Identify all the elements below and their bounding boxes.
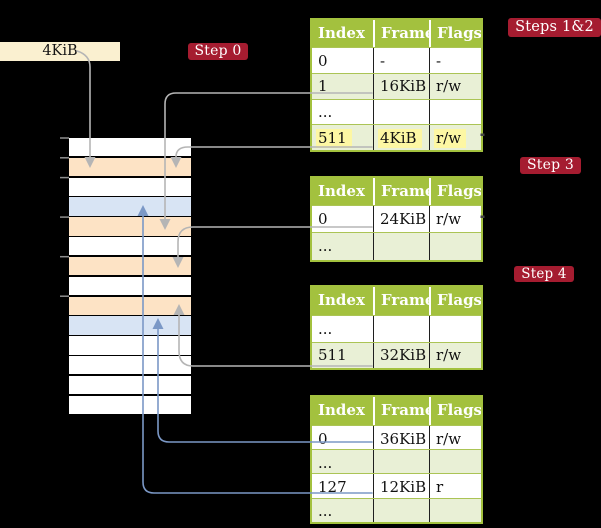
badge-step-4: Step 4 [514,266,574,282]
table-cell: - [429,48,481,73]
table-cell [373,450,429,474]
highlighted-value: 511 [316,128,352,148]
page-table-step-4-lower-row-1: ... [312,449,481,474]
header-cell-flags: Flags [429,178,481,205]
memory-frame-cell-0 [69,138,191,157]
table-cell [429,99,481,125]
page-table-step-4-lower-row-3: ... [312,497,481,522]
table-cell: 36KiB [373,426,429,450]
highlighted-value: 4KiB [378,128,422,148]
memory-frame-cell-3 [69,197,191,216]
memory-frame-cell-6 [69,256,191,276]
table-cell [429,498,481,522]
table-cell: 511 [312,125,373,150]
memory-frame-cell-2 [69,177,191,196]
memory-frame-cell-7 [69,276,191,296]
table-cell: r/w [429,125,481,151]
table-cell: 511 [318,346,347,364]
memory-frame-cell-8 [69,296,191,315]
table-cell [429,233,481,260]
page-table-steps-1-2-header: Index FrameFlags [312,20,481,47]
table-cell [373,316,429,342]
badge-steps-1-2: Steps 1&2 [508,18,601,37]
page-table-steps-1-2-row-0: 0 -- [312,47,481,73]
table-cell [429,316,481,342]
page-table-step-4-upper-header: Index FrameFlags [312,287,481,315]
header-cell-flags: Flags [429,20,481,47]
table-cell: r [429,474,481,498]
header-cell-frame: Frame [373,397,429,425]
memory-frame-cell-10 [69,336,191,355]
memory-frame-cell-12 [69,375,191,395]
table-cell: ... [318,236,333,255]
header-cell-frame: Frame [373,178,429,205]
table-cell [373,233,429,260]
table-cell: r/w [429,342,481,368]
header-cell-flags: Flags [429,287,481,315]
page-table-step-4-upper-row-0: ... [312,315,481,342]
table-cell: 12KiB [373,474,429,498]
page-table-steps-1-2-row-2: ... [312,98,481,125]
table-cell [373,99,429,125]
highlighted-value: r/w [434,128,467,148]
table-cell: 0 [318,51,328,70]
memory-frame-cell-5 [69,237,191,256]
badge-step-0: Step 0 [188,43,248,60]
page-table-step-3-header: Index FrameFlags [312,178,481,205]
table-cell: 0 [318,429,328,448]
table-cell: 32KiB [373,342,429,368]
memory-frame-cell-13 [69,395,191,414]
table-cell: ... [318,453,333,472]
memory-frame-cell-1 [69,157,191,177]
table-cell: ... [318,103,333,122]
header-cell-flags: Flags [429,397,481,425]
table-cell: 16KiB [373,73,429,99]
frame-size-label: 4KiB [0,42,120,61]
table-cell: 1 [318,77,328,96]
table-cell: 4KiB [373,125,429,151]
header-cell-index: Index [318,400,365,419]
table-cell: 127 [318,477,347,496]
table-cell: 0 [318,209,328,228]
table-cell: - [373,48,429,73]
table-cell: ... [318,319,333,338]
table-cell: r/w [429,73,481,99]
page-table-step-3-row-1: ... [312,232,481,260]
page-table-steps-1-2-row-3: 511 4KiB r/w [312,124,481,151]
table-cell [429,450,481,474]
table-cell: ... [318,502,333,521]
memory-frame-cell-11 [69,356,191,375]
header-cell-frame: Frame [373,20,429,47]
table-cell: r/w [429,426,481,450]
memory-frame-cell-9 [69,316,191,335]
table-cell: 24KiB [373,206,429,233]
table-cell: r/w [429,206,481,233]
header-cell-index: Index [318,23,365,42]
header-cell-frame: Frame [373,287,429,315]
badge-step-3: Step 3 [520,157,581,174]
table-cell [373,498,429,522]
physical-memory-column [69,138,191,414]
header-cell-index: Index [318,181,365,200]
page-table-step-4-lower-header: Index FrameFlags [312,397,481,425]
header-cell-index: Index [318,290,365,309]
page-table-step-3: Index FrameFlags 0 24KiBr/w... [310,176,483,262]
memory-frame-cell-4 [69,217,191,236]
